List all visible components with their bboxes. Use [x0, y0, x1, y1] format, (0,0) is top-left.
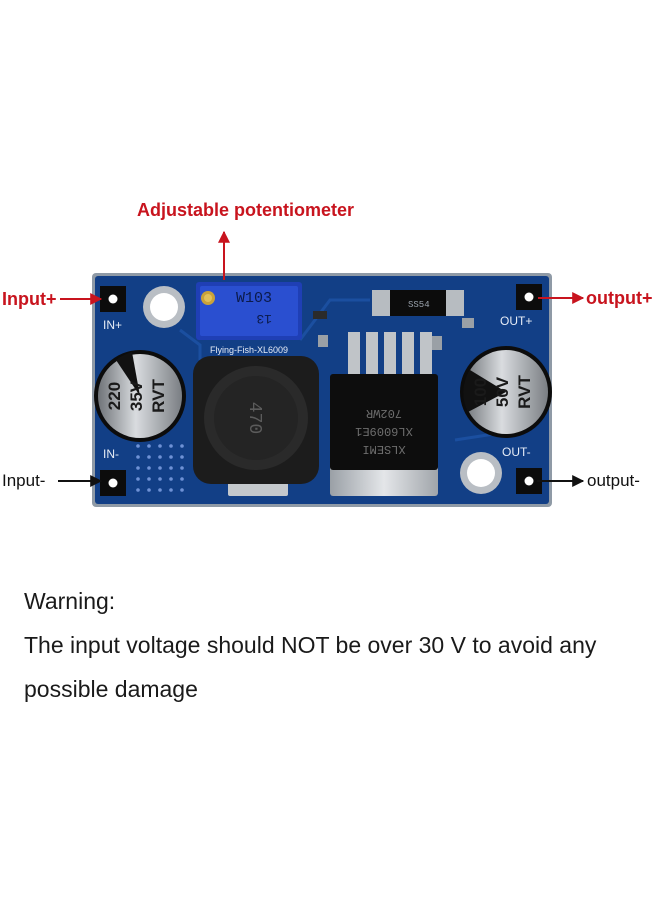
via-dot — [180, 466, 184, 470]
capacitor-right: 100 50V RVT — [460, 346, 552, 438]
via-dot — [136, 455, 140, 459]
via-dot — [147, 488, 151, 492]
mounting-hole-top — [143, 286, 185, 328]
via-dot — [147, 466, 151, 470]
via-dot — [136, 477, 140, 481]
cap-right-brand: RVT — [515, 375, 534, 409]
label-potentiometer: Adjustable potentiometer — [137, 200, 355, 220]
via-dot — [147, 455, 151, 459]
smd-cap-2 — [462, 318, 474, 328]
via-dot — [136, 466, 140, 470]
cap-right-value: 100 — [471, 378, 490, 406]
diode-label: SS54 — [408, 300, 430, 310]
inductor: 470 — [193, 356, 319, 496]
chip-pins — [348, 332, 432, 378]
pad-out-plus — [516, 284, 542, 310]
cap-left-voltage: 35V — [127, 380, 146, 411]
pad-in-minus — [100, 470, 126, 496]
warning-heading: Warning: — [24, 588, 116, 614]
label-output-plus: output+ — [586, 288, 653, 308]
via-dot — [169, 455, 173, 459]
smd-cap-3 — [432, 336, 442, 350]
silk-out-plus: OUT+ — [500, 314, 532, 328]
chip-label-brand: XLSEMI — [362, 442, 405, 456]
chip-xl6009: XLSEMI XL6009E1 702WR — [330, 332, 438, 496]
silk-brand: Flying-Fish-XL6009 — [210, 345, 288, 355]
pot-code: W103 — [236, 290, 272, 307]
warning-line-1: The input voltage should NOT be over 30 … — [24, 632, 597, 658]
smd-cap-1 — [318, 335, 328, 347]
via-dot — [169, 466, 173, 470]
label-output-minus: output- — [587, 471, 640, 490]
cap-right-voltage: 50V — [493, 376, 512, 407]
chip-label-model: XL6009E1 — [355, 424, 413, 438]
inductor-code: 470 — [244, 402, 264, 434]
via-dot — [158, 488, 162, 492]
via-dot — [180, 488, 184, 492]
silk-out-minus: OUT- — [502, 445, 531, 459]
via-dot — [180, 444, 184, 448]
via-dot — [180, 455, 184, 459]
via-dot — [180, 477, 184, 481]
via-dot — [136, 488, 140, 492]
label-input-plus: Input+ — [2, 289, 57, 309]
silk-in-plus: IN+ — [103, 318, 122, 332]
diode: SS54 — [372, 290, 464, 316]
via-dot — [158, 477, 162, 481]
potentiometer: W103 13 — [196, 282, 302, 340]
via-dot — [169, 477, 173, 481]
label-input-minus: Input- — [2, 471, 46, 490]
smd-resistor — [313, 311, 327, 319]
via-dot — [136, 444, 140, 448]
via-dot — [158, 455, 162, 459]
via-dot — [158, 466, 162, 470]
pad-in-plus — [100, 286, 126, 312]
silk-in-minus: IN- — [103, 447, 119, 461]
via-grid — [136, 444, 184, 492]
via-dot — [147, 444, 151, 448]
via-dot — [147, 477, 151, 481]
capacitor-left: 220 35V RVT — [94, 350, 186, 442]
warning-line-2: possible damage — [24, 676, 198, 702]
cap-left-value: 220 — [105, 382, 124, 410]
mounting-hole-bottom — [460, 452, 502, 494]
cap-left-brand: RVT — [149, 379, 168, 413]
pot-number: 13 — [256, 311, 272, 326]
via-dot — [169, 444, 173, 448]
via-dot — [169, 488, 173, 492]
chip-label-batch: 702WR — [366, 406, 402, 420]
via-dot — [158, 444, 162, 448]
